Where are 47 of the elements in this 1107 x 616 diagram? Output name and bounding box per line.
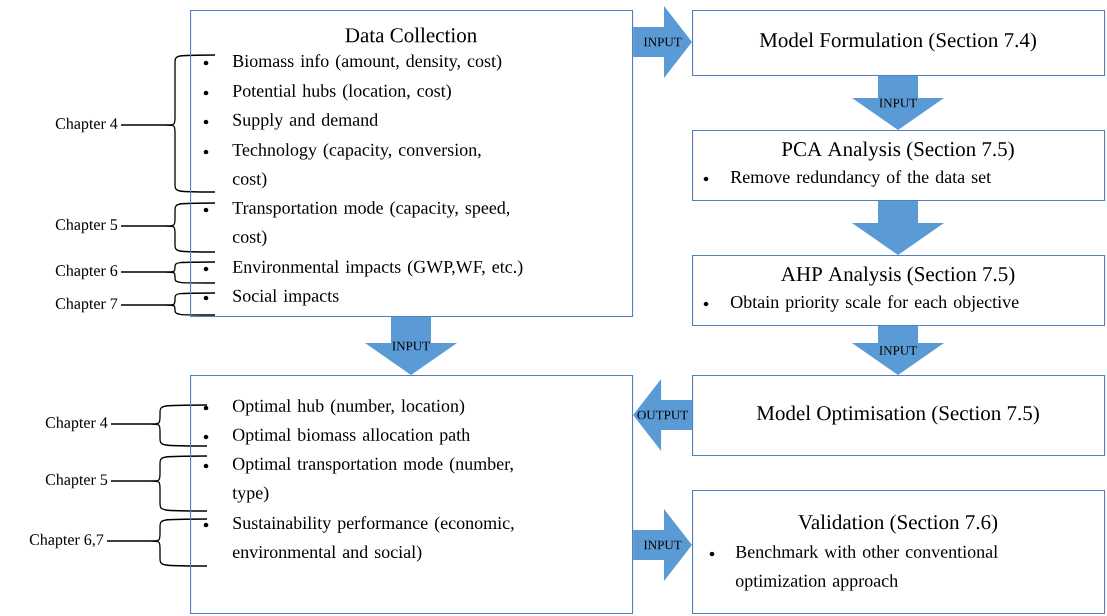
chapter-label: Chapter 6,7	[29, 533, 104, 549]
bullet-item: Sustainability performance (economic, environmental and social)	[203, 516, 514, 562]
bullet-item: Transportation mode (capacity, speed, cost)	[203, 201, 510, 247]
process-box	[692, 490, 1106, 615]
process-box	[190, 10, 634, 318]
bullet-item: Optimal transportation mode (number, type)	[203, 457, 513, 503]
process-box	[692, 10, 1106, 77]
box-title: PCA Analysis (Section 7.5)	[781, 141, 1014, 161]
bullet-item: Remove redundancy of the data set	[703, 170, 992, 187]
edge-label: INPUT	[392, 341, 430, 351]
chapter-label: Chapter 4	[45, 416, 108, 432]
box-title: Model Formulation (Section 7.4)	[759, 32, 1036, 52]
chapter-label: Chapter 7	[55, 297, 118, 313]
block-arrow	[633, 509, 692, 581]
chapter-label: Chapter 4	[55, 117, 118, 133]
process-box	[190, 375, 634, 615]
bullet-item: Benchmark with other conventional optimization approach	[709, 545, 998, 591]
bullet-item: Optimal hub (number, location)	[203, 399, 465, 416]
edge-label: INPUT	[643, 37, 682, 47]
bullet-item: Optimal biomass allocation path	[203, 428, 470, 445]
bullet-item: Supply and demand	[203, 113, 378, 130]
block-arrow	[852, 326, 944, 375]
box-title: Data Collection	[345, 27, 477, 43]
block-arrow	[365, 317, 457, 375]
bullet-item: Social impacts	[203, 289, 339, 306]
bullet-item: Potential hubs (location, cost)	[203, 84, 451, 101]
chapter-label: Chapter 5	[45, 473, 108, 489]
edge-label: INPUT	[643, 540, 682, 550]
bullet-item: Biomass info (amount, density, cost)	[203, 54, 502, 71]
box-title: Model Optimisation (Section 7.5)	[756, 405, 1039, 425]
process-box	[692, 255, 1106, 327]
edge-label: OUTPUT	[637, 410, 688, 420]
block-arrow	[633, 379, 692, 451]
chapter-label: Chapter 5	[55, 218, 118, 234]
box-title: Validation (Section 7.6)	[798, 514, 998, 534]
process-box	[692, 130, 1106, 202]
block-arrow	[852, 76, 944, 130]
process-box	[692, 375, 1106, 457]
chapter-label: Chapter 6	[55, 264, 118, 280]
edge-label: INPUT	[879, 98, 917, 108]
edge-label: INPUT	[879, 346, 917, 355]
bullet-item: Technology (capacity, conversion, cost)	[203, 143, 481, 189]
bullet-item: Obtain priority scale for each objective	[703, 295, 1019, 312]
block-arrow	[633, 6, 692, 78]
block-arrow	[852, 201, 944, 255]
box-title: AHP Analysis (Section 7.5)	[780, 266, 1015, 286]
bullet-item: Environmental impacts (GWP,WF, etc.)	[203, 260, 523, 277]
